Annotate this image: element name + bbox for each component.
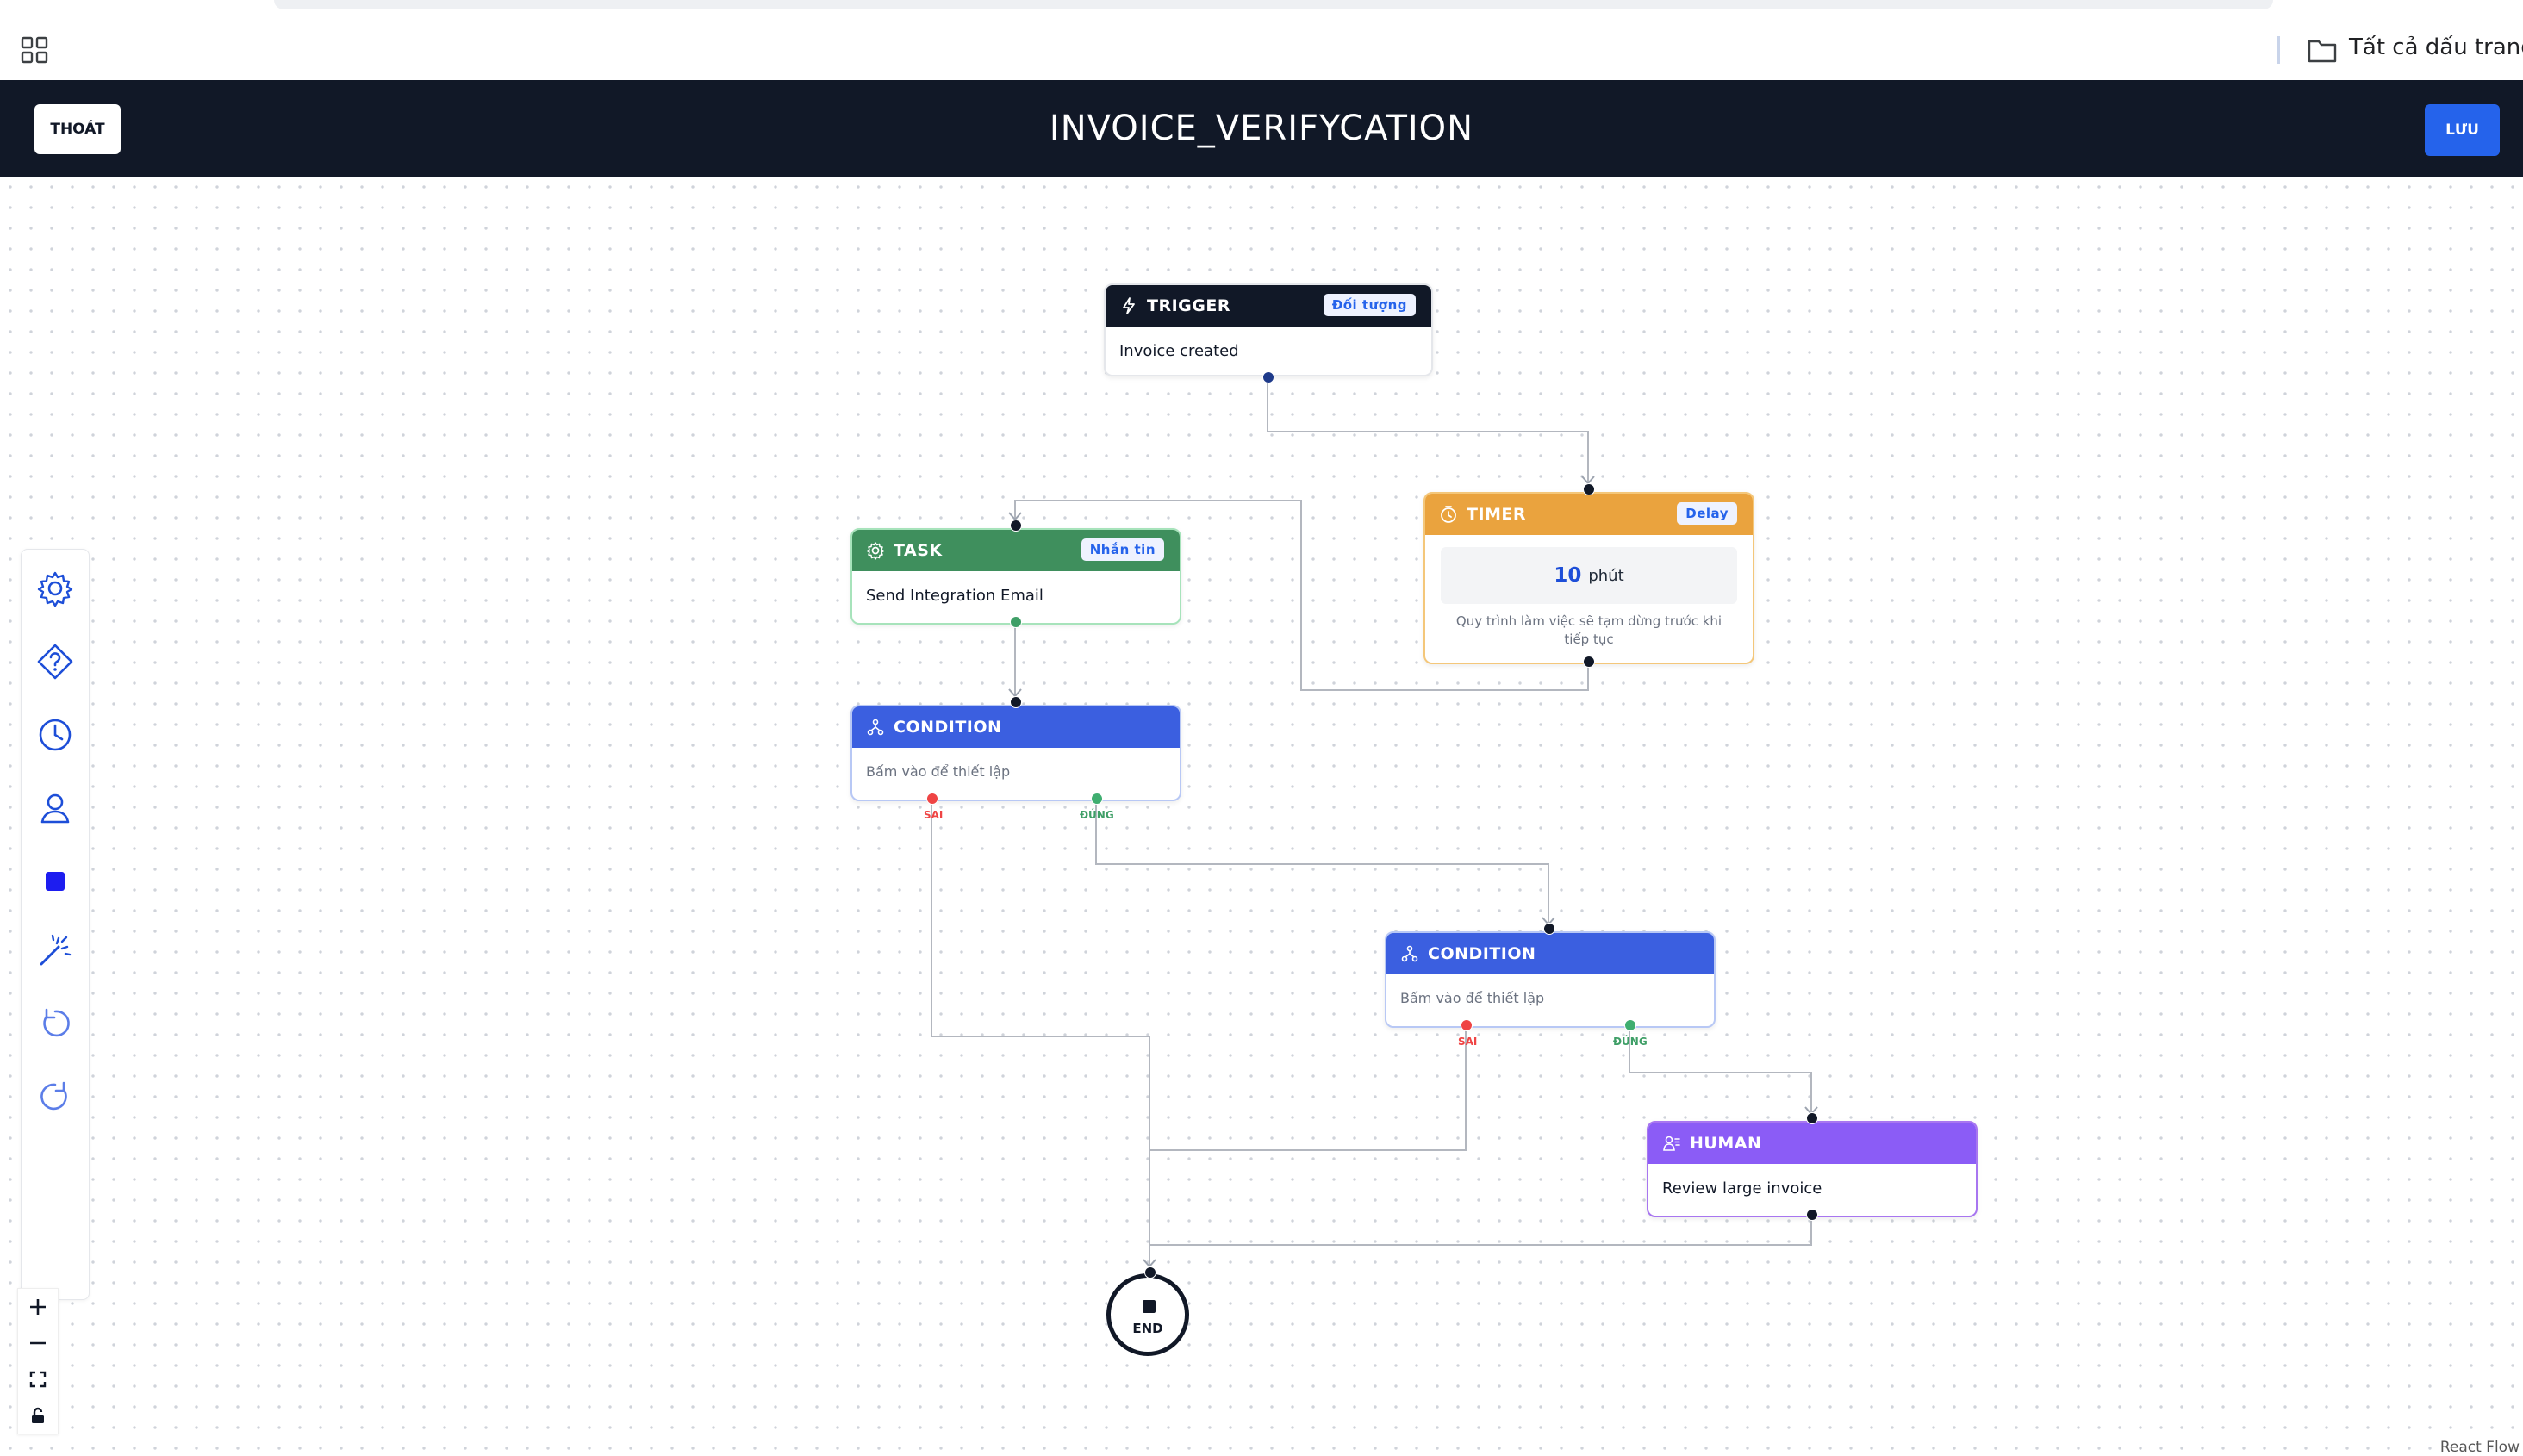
trigger-node-header: TRIGGER Đối tượng [1106, 285, 1431, 327]
timer-output-handle[interactable] [1583, 656, 1595, 668]
human-node-text: Review large invoice [1662, 1179, 1822, 1198]
condition-node-hint: Bấm vào để thiết lập [866, 763, 1011, 780]
trigger-node-type: TRIGGER [1147, 296, 1230, 315]
human-input-handle[interactable] [1806, 1112, 1818, 1124]
end-node-label: END [1132, 1321, 1163, 1336]
task-output-handle[interactable] [1010, 616, 1022, 628]
fit-view-icon[interactable] [18, 1361, 58, 1397]
condition-node-type: CONDITION [1428, 944, 1536, 963]
condition-true-label: ĐÚNG [1080, 809, 1114, 821]
folder-icon[interactable] [2308, 37, 2337, 63]
workflow-title: INVOICE_VERIFYCATION [1049, 109, 1474, 148]
user-icon[interactable] [34, 787, 77, 830]
lightning-icon [1123, 297, 1135, 314]
timer-duration-box: 10 phút [1441, 547, 1737, 604]
task-input-handle[interactable] [1010, 520, 1022, 532]
zoom-controls [17, 1288, 59, 1434]
edges-layer [931, 376, 1818, 1268]
zoom-in-icon[interactable] [18, 1289, 58, 1325]
stop-icon [1143, 1300, 1156, 1313]
trigger-node-text: Invoice created [1119, 342, 1239, 360]
trigger-node[interactable]: TRIGGER Đối tượng Invoice created [1104, 283, 1433, 376]
timer-duration-value: 10 [1554, 564, 1582, 587]
human-node-type: HUMAN [1690, 1134, 1762, 1153]
branch-icon [1401, 945, 1418, 962]
condition-false-handle[interactable] [1461, 1019, 1473, 1031]
edge-timer-task [1014, 500, 1589, 691]
editor-header: THOÁT INVOICE_VERIFYCATION LƯU [0, 80, 2523, 177]
decision-icon[interactable] [34, 640, 77, 683]
edge-trigger-timer [1267, 376, 1589, 483]
condition-node-type: CONDITION [894, 718, 1002, 737]
users-icon [1663, 1136, 1680, 1151]
end-input-handle[interactable] [1144, 1266, 1156, 1279]
task-node[interactable]: TASK Nhắn tin Send Integration Email [850, 528, 1181, 625]
condition-node-header: CONDITION [852, 706, 1180, 748]
node-palette-toolbar [21, 549, 90, 1300]
apps-grid-icon[interactable] [21, 36, 48, 64]
branch-icon [867, 719, 884, 736]
condition-node[interactable]: CONDITION Bấm vào để thiết lập [850, 705, 1181, 801]
edge-condition1-true-condition2 [1095, 802, 1549, 924]
condition-node[interactable]: CONDITION Bấm vào để thiết lập [1385, 931, 1716, 1028]
lock-icon[interactable] [18, 1397, 58, 1434]
end-node[interactable]: END [1106, 1273, 1189, 1356]
condition-true-label: ĐÚNG [1613, 1036, 1648, 1048]
condition-node-header: CONDITION [1386, 933, 1714, 974]
react-flow-attribution[interactable]: React Flow [2436, 1437, 2523, 1456]
redo-icon[interactable] [34, 1075, 77, 1118]
flow-canvas[interactable]: TRIGGER Đối tượng Invoice created TIMER … [0, 177, 2523, 1456]
settings-icon[interactable] [34, 567, 77, 610]
timer-node-badge: Delay [1677, 502, 1737, 525]
all-bookmarks-link[interactable]: Tất cả dấu trang [2349, 34, 2523, 60]
task-node-text: Send Integration Email [866, 587, 1043, 605]
edge-condition2-false-end [1149, 1029, 1467, 1151]
human-output-handle[interactable] [1806, 1209, 1818, 1221]
browser-bookmarks-bar: Tất cả dấu trang [0, 0, 2523, 80]
trigger-output-handle[interactable] [1262, 371, 1274, 383]
edge-condition2-true-human [1629, 1029, 1812, 1114]
exit-button[interactable]: THOÁT [34, 104, 121, 154]
magic-wand-icon[interactable] [34, 929, 77, 972]
task-node-header: TASK Nhắn tin [852, 530, 1180, 571]
task-node-type: TASK [894, 541, 943, 560]
condition-true-handle[interactable] [1091, 793, 1103, 805]
edge-condition1-false-end [931, 802, 1150, 1266]
timer-node-header: TIMER Delay [1425, 494, 1753, 535]
undo-icon[interactable] [34, 1002, 77, 1045]
timer-icon [1441, 506, 1456, 523]
trigger-node-badge: Đối tượng [1323, 294, 1416, 316]
timer-input-handle[interactable] [1583, 483, 1595, 495]
address-bar-edge [274, 0, 2273, 9]
gear-icon [866, 542, 885, 560]
human-node-header: HUMAN [1648, 1123, 1976, 1164]
edge-human-end [1149, 1218, 1812, 1246]
condition-false-handle[interactable] [926, 793, 938, 805]
timer-description: Quy trình làm việc sẽ tạm dừng trước khi… [1455, 613, 1722, 647]
save-button[interactable]: LƯU [2425, 104, 2500, 156]
condition-false-label: SAI [924, 809, 944, 821]
bookmarks-divider [2277, 36, 2280, 64]
stop-square-icon[interactable] [34, 860, 77, 903]
task-node-badge: Nhắn tin [1081, 538, 1164, 561]
condition-true-handle[interactable] [1624, 1019, 1636, 1031]
condition-false-label: SAI [1458, 1036, 1478, 1048]
timer-node-type: TIMER [1467, 505, 1527, 524]
timer-node[interactable]: TIMER Delay 10 phút Quy trình làm việc s… [1423, 492, 1754, 664]
condition-node-hint: Bấm vào để thiết lập [1400, 990, 1545, 1006]
timer-duration-unit: phút [1588, 566, 1624, 585]
human-node[interactable]: HUMAN Review large invoice [1647, 1121, 1978, 1217]
clock-icon[interactable] [34, 713, 77, 756]
condition-input-handle[interactable] [1543, 923, 1555, 935]
zoom-out-icon[interactable] [18, 1325, 58, 1361]
condition-input-handle[interactable] [1010, 696, 1022, 708]
